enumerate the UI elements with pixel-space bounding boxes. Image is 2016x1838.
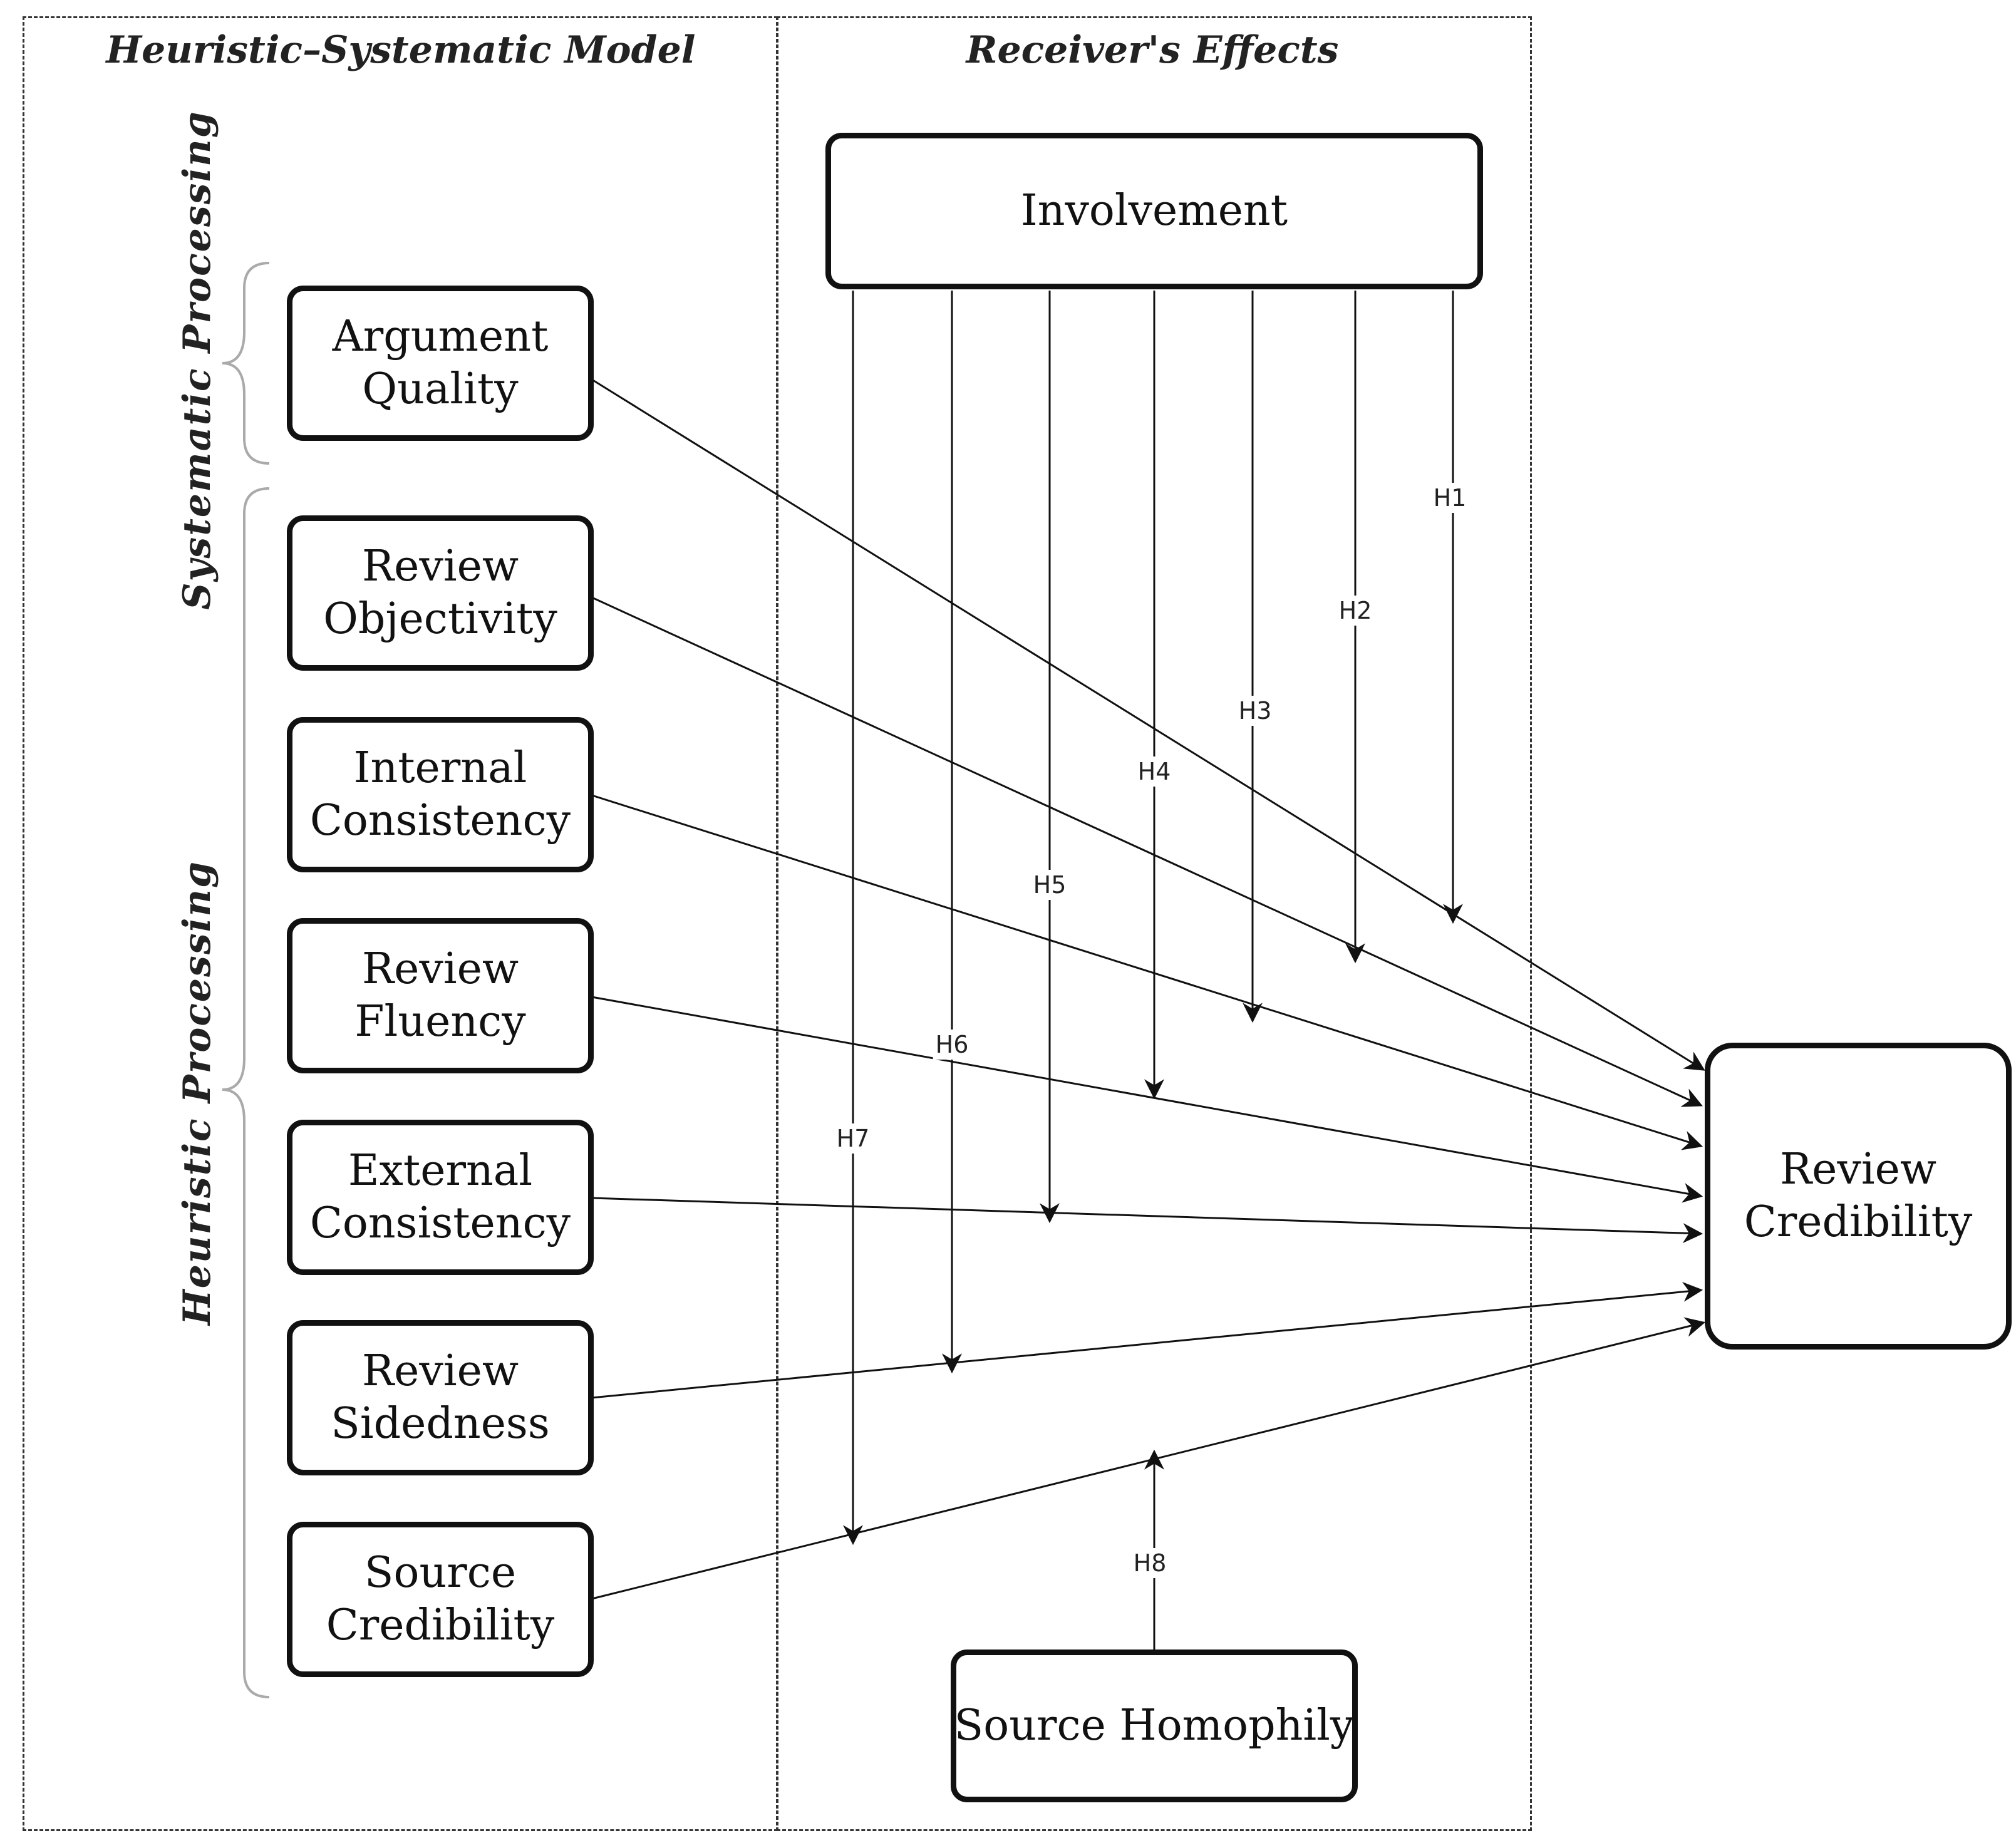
review-fluency-box: Review Fluency <box>287 918 594 1073</box>
heuristic-brace <box>222 487 270 1698</box>
internal-consistency-box: Internal Consistency <box>287 717 594 872</box>
external-consistency-line-1: External <box>348 1146 533 1195</box>
path-internal-consistency <box>591 794 1703 1150</box>
involvement-line-1: Involvement <box>1020 186 1288 235</box>
review-sidedness-box: Review Sidedness <box>287 1320 594 1475</box>
argument-quality-box: Argument Quality <box>287 286 594 441</box>
hypothesis-label-h8: H8 <box>1130 1548 1169 1578</box>
source-credibility-line-1: Source <box>364 1548 517 1598</box>
source-credibility-line-2: Credibility <box>326 1601 555 1650</box>
source-credibility-box: Source Credibility <box>287 1522 594 1677</box>
review-objectivity-line-1: Review <box>361 542 519 591</box>
hypothesis-label-h6: H6 <box>933 1030 971 1060</box>
argument-quality-line-2: Quality <box>362 364 519 414</box>
review-credibility-line-2: Credibility <box>1744 1197 1973 1247</box>
review-fluency-line-2: Fluency <box>354 997 526 1046</box>
path-external-consistency <box>591 1197 1703 1244</box>
argument-quality-line-1: Argument <box>332 312 549 361</box>
path-argument-quality <box>591 378 1705 1071</box>
path-review-fluency <box>591 996 1703 1203</box>
source-homophily-box: Source Homophily <box>951 1650 1358 1802</box>
review-sidedness-line-1: Review <box>361 1346 519 1396</box>
source-homophily-line-1: Source Homophily <box>954 1701 1355 1750</box>
review-sidedness-line-2: Sidedness <box>331 1399 550 1448</box>
internal-consistency-line-1: Internal <box>353 743 527 793</box>
hypothesis-label-h7: H7 <box>834 1123 872 1154</box>
review-credibility-line-1: Review <box>1779 1145 1937 1194</box>
receiver-effects-panel-title: Receiver's Effects <box>966 28 1339 72</box>
review-credibility-box: Review Credibility <box>1705 1043 2012 1350</box>
internal-consistency-line-2: Consistency <box>309 796 571 845</box>
receiver-effects-panel <box>777 16 1532 1831</box>
external-consistency-box: External Consistency <box>287 1120 594 1275</box>
review-objectivity-line-2: Objectivity <box>323 594 557 644</box>
path-review-sidedness <box>591 1281 1703 1399</box>
systematic-brace <box>222 262 270 465</box>
hsm-panel-title: Heuristic–Systematic Model <box>106 28 696 72</box>
involvement-box: Involvement <box>825 133 1483 289</box>
hypothesis-label-h3: H3 <box>1236 696 1274 726</box>
hypothesis-label-h2: H2 <box>1336 596 1375 626</box>
hypothesis-label-h4: H4 <box>1135 756 1174 787</box>
review-fluency-line-1: Review <box>361 944 519 994</box>
review-objectivity-box: Review Objectivity <box>287 515 594 671</box>
path-review-objectivity <box>591 596 1703 1107</box>
hypothesis-label-h1: H1 <box>1430 483 1469 513</box>
hypothesis-label-h5: H5 <box>1030 870 1069 900</box>
external-consistency-line-2: Consistency <box>309 1199 571 1248</box>
